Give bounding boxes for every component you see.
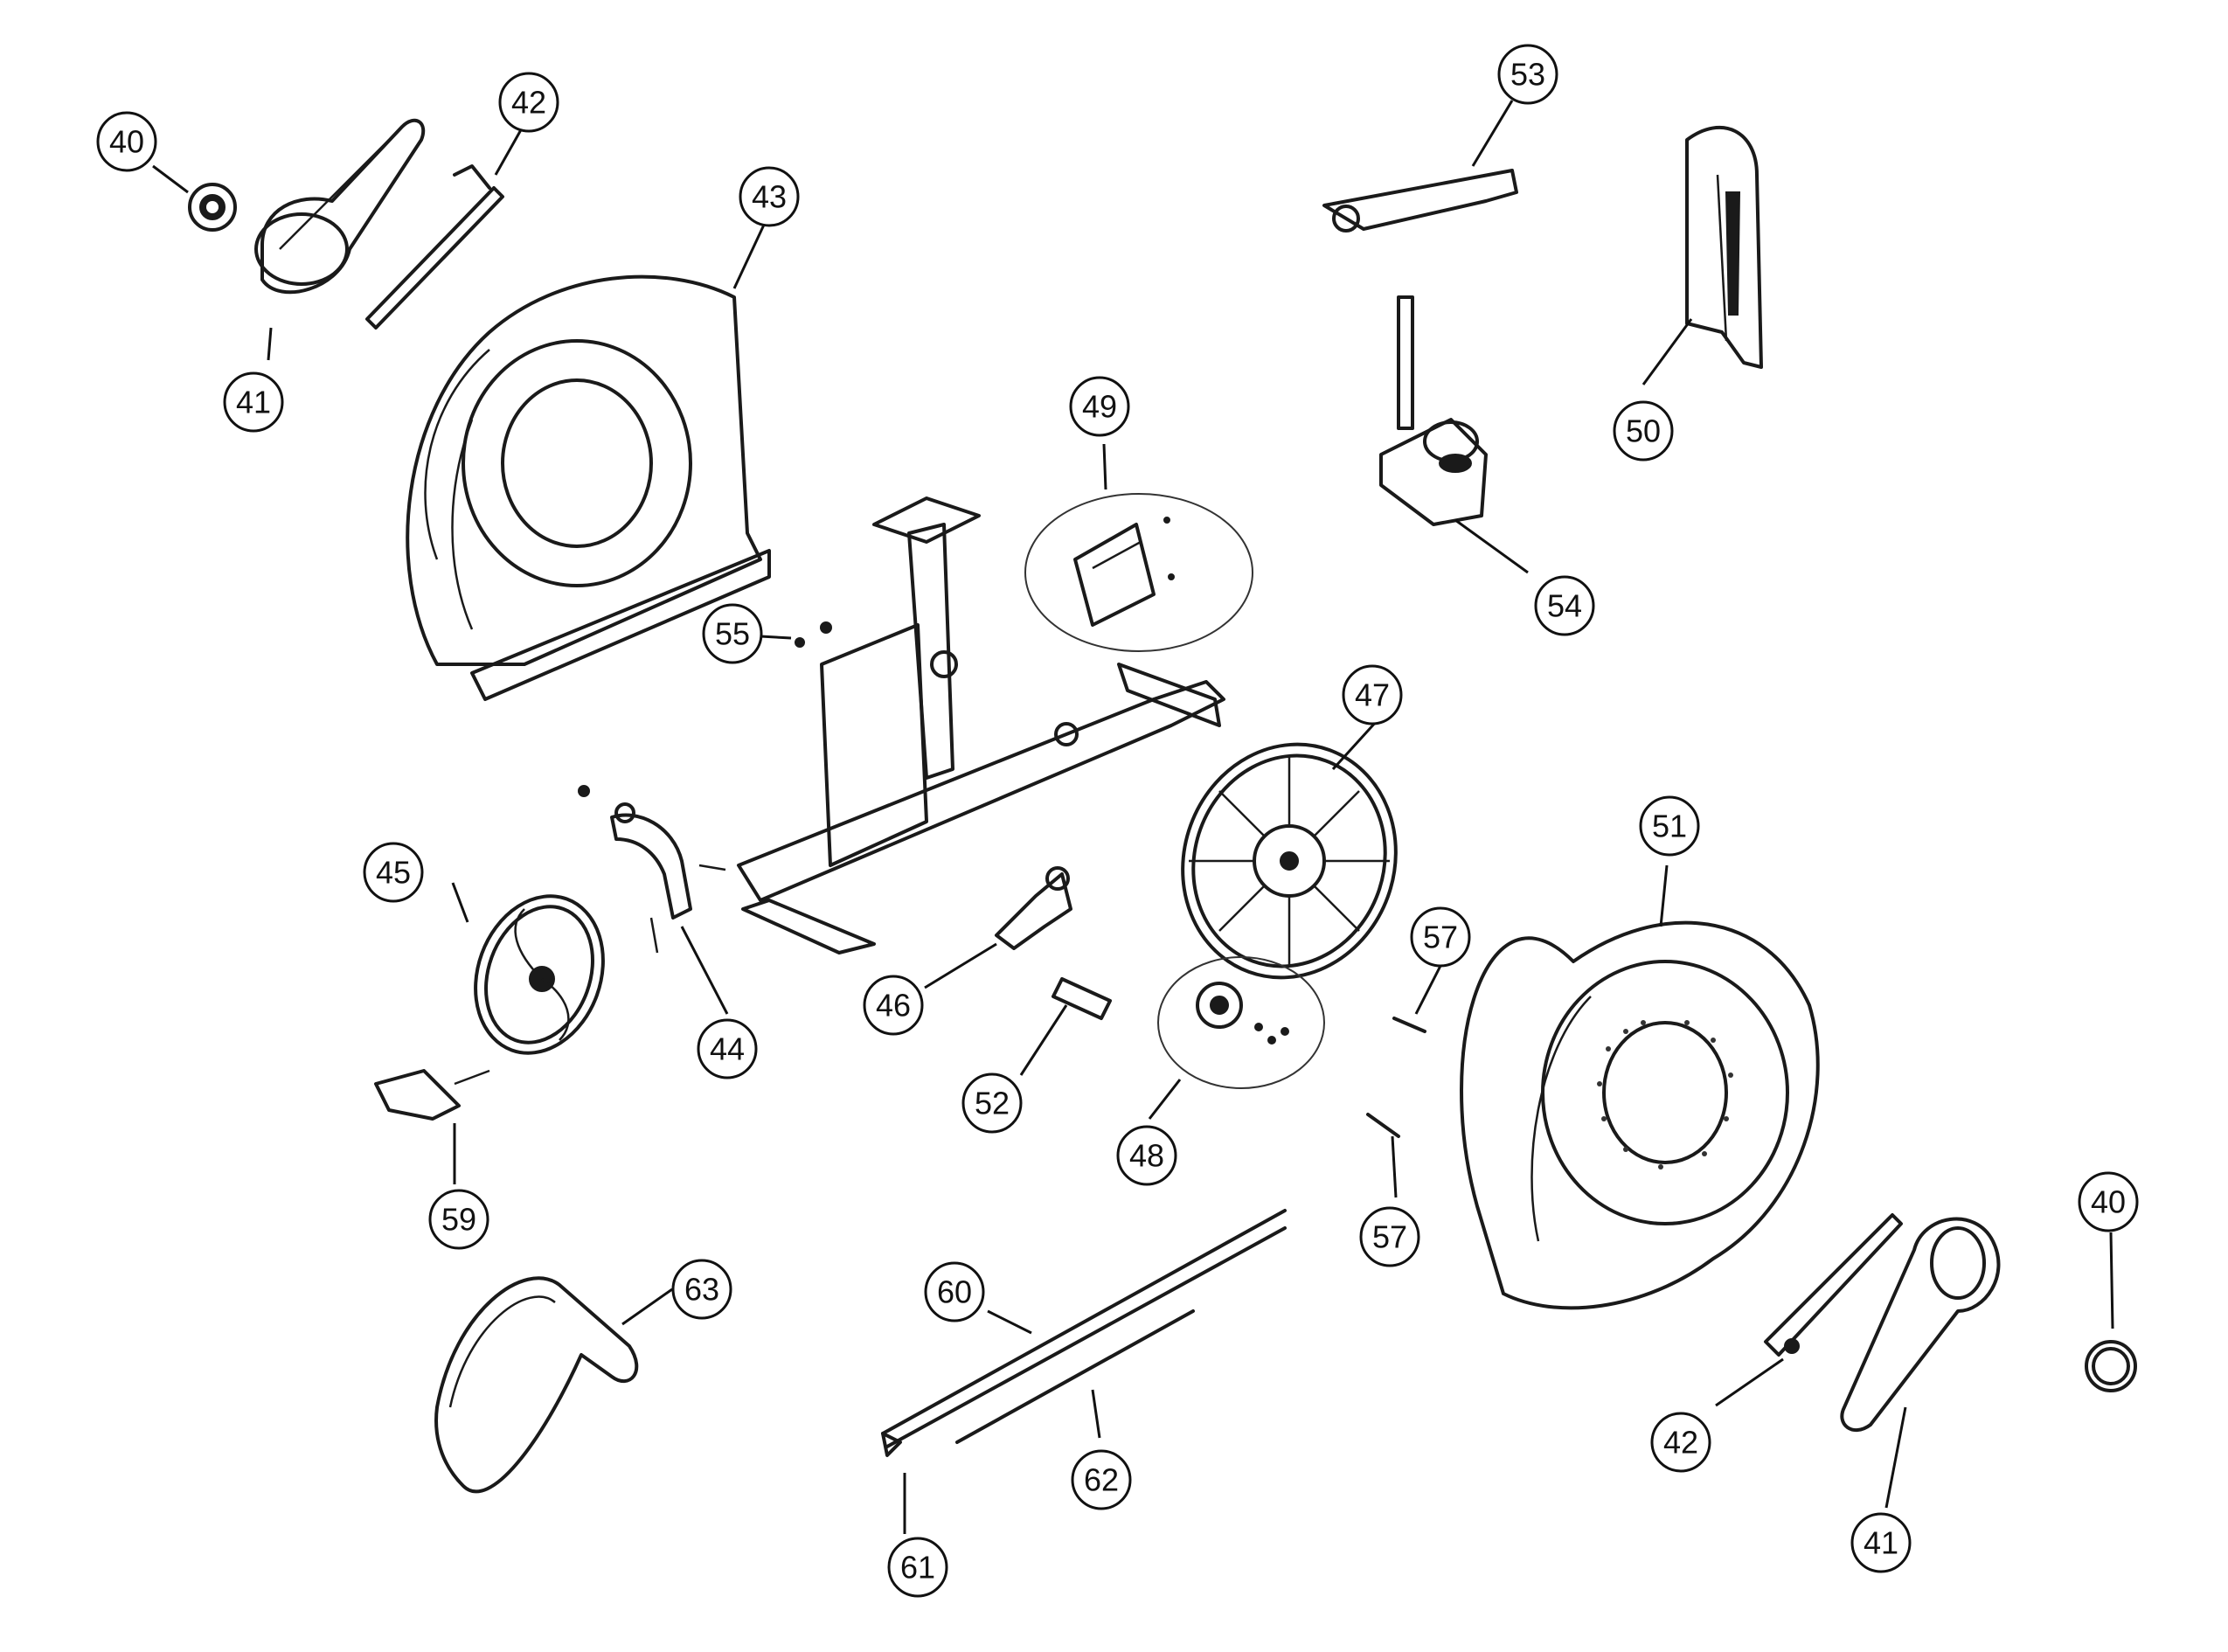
part-42-bracket-top (365, 164, 504, 330)
callout-50: 50 (1613, 400, 1674, 462)
svg-text:49: 49 (1082, 389, 1117, 425)
part-43-left-shroud (406, 274, 771, 701)
part-49-control-module (1024, 493, 1253, 652)
part-45-wheel (474, 894, 605, 1055)
callout-40-right: 40 (2078, 1171, 2139, 1232)
callout-51: 51 (1639, 795, 1700, 857)
part-40-end-cap-right (2085, 1340, 2137, 1392)
svg-text:44: 44 (710, 1031, 745, 1067)
callout-42-top: 42 (498, 72, 559, 133)
part-54-motor-assembly (1379, 295, 1488, 526)
callout-62: 62 (1071, 1449, 1132, 1510)
part-41-crank-arm-right (1840, 1217, 2001, 1432)
part-48-pulley-assembly (1157, 956, 1325, 1089)
svg-text:61: 61 (900, 1550, 935, 1586)
callout-55: 55 (702, 603, 763, 664)
svg-text:45: 45 (376, 855, 411, 891)
callout-45: 45 (363, 842, 424, 903)
callout-59: 59 (428, 1189, 489, 1250)
callout-49: 49 (1069, 376, 1130, 437)
svg-text:40: 40 (109, 124, 144, 160)
svg-text:47: 47 (1355, 677, 1390, 713)
part-53-handle-link (1322, 169, 1518, 233)
callout-54: 54 (1534, 575, 1595, 636)
callout-47: 47 (1342, 664, 1403, 725)
part-57-clip-lower (1366, 1113, 1400, 1138)
part-44-magnet-brake (578, 785, 726, 954)
part-61-cable-end (881, 1432, 902, 1457)
callout-48: 48 (1116, 1125, 1177, 1186)
callout-41-top: 41 (223, 371, 284, 433)
svg-text:50: 50 (1626, 413, 1661, 449)
svg-text:59: 59 (441, 1202, 476, 1238)
part-57-clip-upper (1392, 1017, 1426, 1033)
callout-57-lower: 57 (1359, 1206, 1420, 1267)
callout-52: 52 (961, 1072, 1023, 1134)
svg-text:54: 54 (1547, 588, 1582, 624)
svg-text:60: 60 (937, 1274, 972, 1310)
svg-text:53: 53 (1510, 57, 1545, 93)
callout-57-upper: 57 (1410, 906, 1471, 968)
svg-text:62: 62 (1084, 1462, 1119, 1498)
svg-text:42: 42 (1663, 1425, 1698, 1461)
svg-text:51: 51 (1652, 809, 1687, 844)
svg-text:57: 57 (1372, 1219, 1407, 1255)
leader-lines (152, 100, 2114, 1534)
svg-text:46: 46 (876, 988, 911, 1024)
part-main-frame (737, 496, 1225, 954)
part-46-tension-bracket (995, 866, 1072, 950)
part-41-crank-arm-top (254, 118, 426, 295)
part-63-drive-belt (434, 1276, 639, 1494)
callout-40-top: 40 (96, 111, 157, 172)
part-40-end-cap-top (188, 183, 237, 232)
part-62-rod (955, 1309, 1195, 1444)
svg-text:52: 52 (975, 1086, 1010, 1121)
callout-46: 46 (863, 975, 924, 1036)
callout-63: 63 (671, 1259, 732, 1320)
svg-text:41: 41 (236, 385, 271, 420)
callout-53: 53 (1497, 44, 1558, 105)
svg-text:40: 40 (2091, 1184, 2126, 1220)
part-50-upright-cover (1685, 125, 1763, 369)
part-47-flywheel-disc (1181, 742, 1398, 980)
svg-text:55: 55 (715, 616, 750, 652)
svg-text:57: 57 (1423, 920, 1458, 955)
callout-44: 44 (697, 1018, 758, 1079)
part-51-right-shroud (1460, 920, 1820, 1310)
svg-text:63: 63 (684, 1272, 719, 1308)
part-52-spacer (1052, 977, 1112, 1020)
svg-text:41: 41 (1864, 1525, 1898, 1561)
callout-42-right: 42 (1650, 1412, 1711, 1473)
part-42-bracket-right (1764, 1213, 1903, 1357)
svg-text:42: 42 (511, 85, 546, 121)
part-60-tension-cable (881, 1209, 1287, 1448)
svg-text:43: 43 (752, 179, 787, 215)
callout-60: 60 (924, 1261, 985, 1322)
callout-43: 43 (739, 166, 800, 227)
callout-41-right: 41 (1850, 1512, 1912, 1573)
part-55-screws (795, 621, 832, 648)
svg-text:48: 48 (1129, 1138, 1164, 1174)
callout-61: 61 (887, 1537, 948, 1598)
part-59-foot-cap (374, 1069, 490, 1121)
